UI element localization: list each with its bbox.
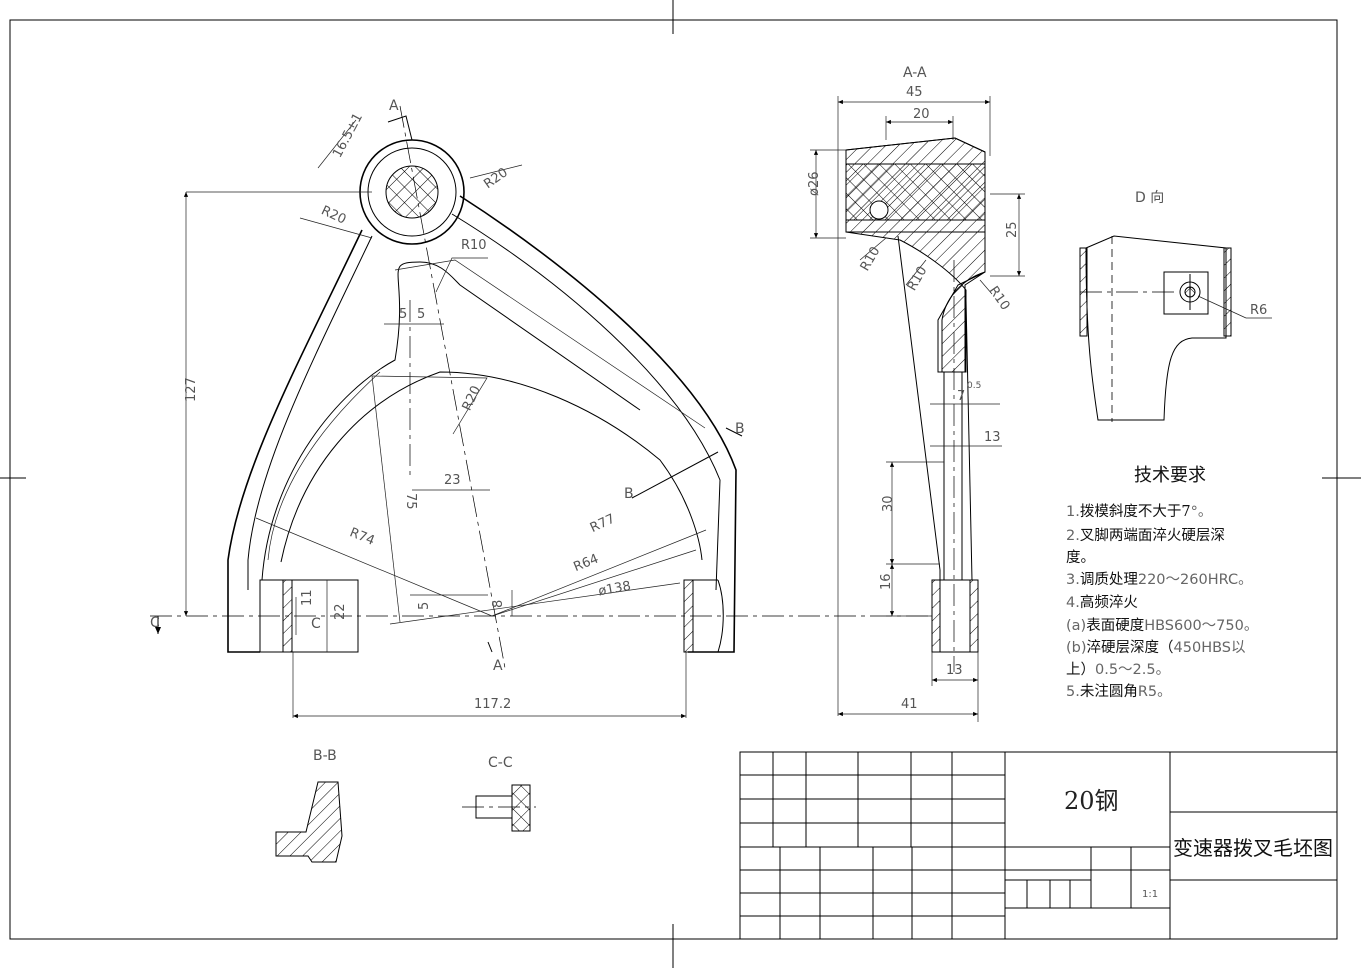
cc-section-shape bbox=[511, 784, 531, 832]
aa-dim-16: 16 bbox=[879, 573, 894, 590]
section-aa-label: A-A bbox=[903, 65, 927, 81]
section-aa-view: A-A bbox=[810, 65, 1025, 722]
cut-plane-labels: A A B B C C bbox=[150, 98, 745, 674]
aa-dim-30: 30 bbox=[881, 495, 896, 512]
aa-dim-7: 7 bbox=[957, 389, 965, 404]
inner-arch bbox=[261, 261, 641, 581]
dim-117: 117.2 bbox=[474, 697, 511, 712]
main-view bbox=[150, 105, 930, 719]
req-line-7: (b)淬硬层深度（450HBS以 bbox=[1066, 639, 1246, 656]
aa-dim-13-upper: 13 bbox=[984, 430, 1001, 445]
left-arm-outer bbox=[227, 229, 363, 653]
d-view: D 向 R6 bbox=[1079, 190, 1272, 422]
aa-dim-r10-c: R10 bbox=[986, 284, 1013, 314]
cut-c-left: C bbox=[150, 615, 160, 631]
aa-dim-41: 41 bbox=[901, 697, 918, 712]
d-dim-r6: R6 bbox=[1250, 303, 1267, 318]
drawing-title: 变速器拨叉毛坯图 bbox=[1173, 836, 1333, 860]
d-view-label: D 向 bbox=[1135, 190, 1164, 206]
section-bb-label: B-B bbox=[313, 748, 337, 764]
dim-height-127: 127 bbox=[184, 377, 199, 402]
dim-offset-23: 23 bbox=[444, 473, 461, 488]
technical-requirements: 技术要求 1.拨模斜度不大于7°。 2.叉脚两端面淬火硬层深 度。 3.调质处理… bbox=[1066, 465, 1258, 700]
scale-label: 1:1 bbox=[1142, 889, 1158, 900]
d-view-outline bbox=[1085, 235, 1227, 421]
aa-dim-7-tolerance: 0.5 bbox=[967, 381, 981, 391]
cut-c-mid: C bbox=[311, 616, 321, 632]
dim-diameter-138: ø138 bbox=[597, 579, 632, 599]
section-cc-label: C-C bbox=[488, 755, 513, 771]
cut-a-top: A bbox=[389, 98, 399, 114]
dim-hub-width: 16.5±1 bbox=[330, 111, 366, 161]
main-inclined-centerline bbox=[399, 105, 506, 669]
dim-11: 11 bbox=[300, 589, 315, 606]
aa-dim-20: 20 bbox=[913, 107, 930, 122]
aa-dim-25: 25 bbox=[1005, 221, 1020, 238]
cut-b-lower: B bbox=[624, 486, 634, 502]
dim-five-a: 5 bbox=[399, 307, 407, 322]
req-line-1: 1.拨模斜度不大于7°。 bbox=[1066, 503, 1212, 520]
material-label: 20钢 bbox=[1064, 787, 1119, 815]
req-line-8: 上）0.5～2.5。 bbox=[1066, 661, 1170, 678]
req-line-9: 5.未注圆角R5。 bbox=[1066, 683, 1172, 700]
section-bb-view: B-B bbox=[275, 748, 343, 863]
left-foot bbox=[259, 579, 359, 653]
inner-slot bbox=[280, 371, 703, 563]
dim-5-bottom: 5 bbox=[417, 602, 432, 610]
aa-leg-left bbox=[897, 235, 941, 580]
dim-22: 22 bbox=[333, 603, 348, 620]
bb-section-shape bbox=[275, 781, 343, 863]
dim-r64: R64 bbox=[571, 552, 600, 575]
dim-r77: R77 bbox=[588, 512, 618, 536]
aa-dim-26: ø26 bbox=[807, 172, 822, 197]
dim-r10: R10 bbox=[461, 238, 487, 253]
dim-left-radius: R20 bbox=[319, 203, 349, 227]
aa-dim-r10-a: R10 bbox=[858, 244, 884, 274]
req-line-4: 3.调质处理220～260HRC。 bbox=[1066, 571, 1253, 588]
req-line-3: 度。 bbox=[1066, 549, 1095, 566]
aa-dim-r10-b: R10 bbox=[905, 264, 931, 294]
aa-dim-45: 45 bbox=[906, 85, 923, 100]
section-cc-view: C-C bbox=[462, 755, 536, 832]
aa-leg-right bbox=[965, 299, 973, 581]
requirements-heading: 技术要求 bbox=[1134, 465, 1206, 486]
right-arm-outer bbox=[459, 195, 737, 653]
req-line-6: (a)表面硬度HBS600～750。 bbox=[1066, 617, 1258, 634]
req-line-5: 4.高频淬火 bbox=[1066, 594, 1138, 611]
dim-8: 8 bbox=[491, 600, 506, 608]
right-foot bbox=[683, 579, 694, 653]
cut-b-upper: B bbox=[735, 421, 745, 437]
title-block: 20钢 变速器拨叉毛坯图 1:1 bbox=[739, 751, 1338, 940]
dim-inner-radius: R20 bbox=[460, 384, 484, 414]
hub-bore-section bbox=[385, 165, 439, 219]
dim-r74: R74 bbox=[347, 525, 376, 548]
dim-height-75: 75 bbox=[403, 493, 418, 510]
cut-a-bottom: A bbox=[493, 658, 503, 674]
req-line-2: 2.叉脚两端面淬火硬层深 bbox=[1066, 527, 1225, 544]
dim-five-b: 5 bbox=[417, 307, 425, 322]
aa-bore-crosshatch bbox=[845, 163, 986, 221]
aa-dim-13-lower: 13 bbox=[946, 663, 963, 678]
